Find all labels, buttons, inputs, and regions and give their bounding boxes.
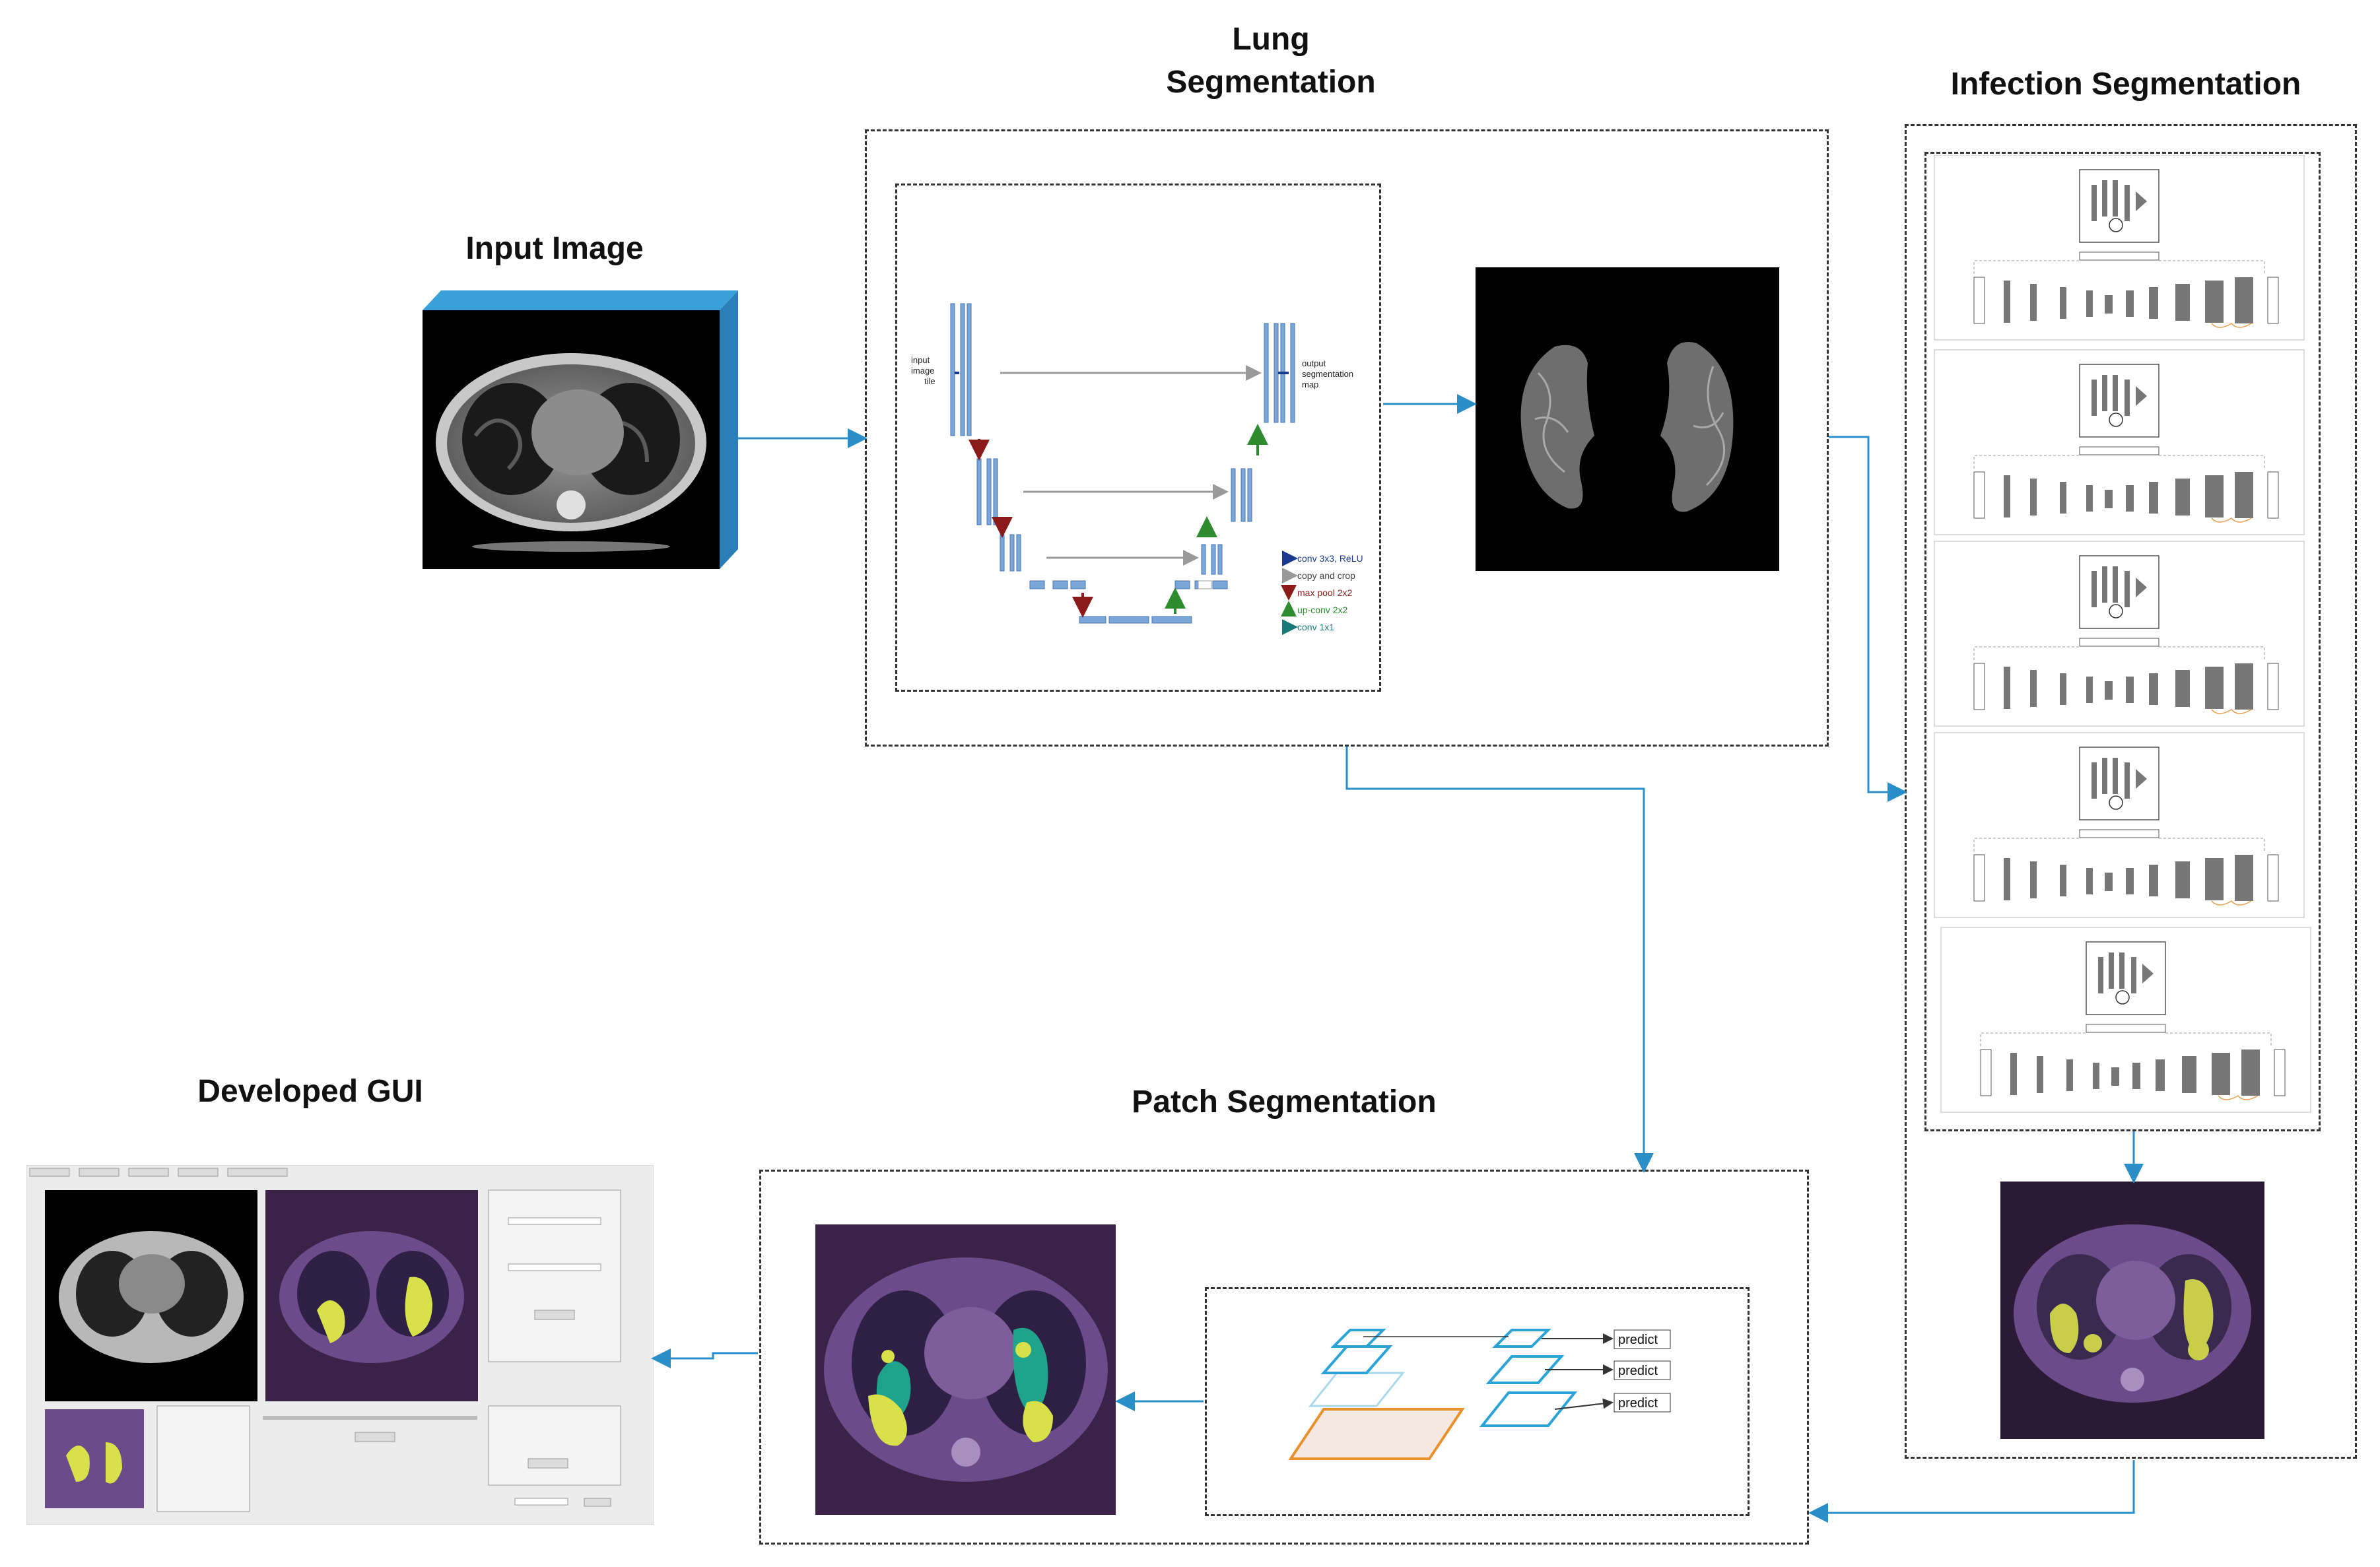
unet-input-label-3: tile xyxy=(924,376,935,386)
patch-segmentation-box xyxy=(759,1170,1809,1545)
arrow-mask-to-infection xyxy=(1829,436,1907,802)
infection-overlay-image xyxy=(2000,1182,2264,1439)
lung-mask-image xyxy=(1476,267,1779,571)
patch-segmentation-image xyxy=(815,1224,1116,1515)
lung-segmentation-title: Lung Segmentation xyxy=(1166,22,1376,100)
predict-label-3: predict xyxy=(1618,1396,1658,1411)
developed-gui-title: Developed GUI xyxy=(197,1074,423,1109)
developed-gui-screenshot xyxy=(26,1165,654,1525)
unet-output-label-1: output xyxy=(1302,358,1326,368)
input-ct-image xyxy=(423,290,738,569)
predict-label-1: predict xyxy=(1618,1333,1658,1347)
input-image-title: Input Image xyxy=(465,231,644,266)
unet-output-label-3: map xyxy=(1302,380,1318,389)
legend-conv-1x1: conv 1x1 xyxy=(1297,622,1334,632)
predict-label-2: predict xyxy=(1618,1364,1658,1378)
infection-segmentation-title: Infection Segmentation xyxy=(1950,67,2301,102)
legend-copy-crop: copy and crop xyxy=(1297,570,1355,581)
legend-up-conv: up-conv 2x2 xyxy=(1297,605,1347,615)
arrow-lung-to-patch xyxy=(1345,747,1654,1173)
unet-input-label-1: input xyxy=(911,355,930,365)
arrow-patch-to-gui xyxy=(651,1349,758,1368)
legend-conv-relu: conv 3x3, ReLU xyxy=(1297,553,1363,564)
patch-prediction-diagram: predict predict predict xyxy=(1284,1320,1693,1472)
unet-input-label-2: image xyxy=(911,366,934,376)
unet-output-label-2: segmentation xyxy=(1302,369,1353,379)
legend-max-pool: max pool 2x2 xyxy=(1297,587,1352,598)
unet-inner-box xyxy=(895,183,1381,692)
unet-architecture: input image tile output segmentation map… xyxy=(898,290,1380,647)
patch-inner-box xyxy=(1205,1287,1750,1516)
patch-segmentation-title: Patch Segmentation xyxy=(1132,1084,1437,1119)
infection-networks-box xyxy=(1924,152,2321,1131)
arrow-infection-to-patch xyxy=(1808,1460,2135,1523)
